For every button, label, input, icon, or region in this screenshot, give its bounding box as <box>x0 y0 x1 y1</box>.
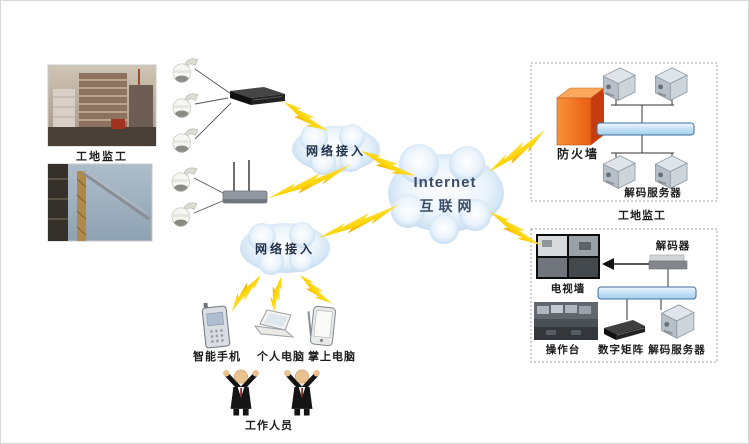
camera-wires <box>193 68 232 214</box>
firewall-icon <box>556 87 605 146</box>
bottom-box-wires <box>626 269 669 320</box>
workers-label: 工作人员 <box>245 420 293 432</box>
photo1-caption: 工地监工 <box>76 151 128 163</box>
smartphone-label: 智能手机 <box>193 351 241 363</box>
smartphone-icon <box>201 302 231 349</box>
pda-label: 掌上电脑 <box>308 351 356 363</box>
console-image <box>534 302 598 340</box>
decoder-label: 解码器 <box>655 240 691 252</box>
dome-camera-icon <box>171 202 198 228</box>
access-cloud-2 <box>240 222 330 275</box>
dome-camera-icon <box>172 58 199 83</box>
digital-matrix-icon <box>604 320 645 340</box>
access-cloud-2-label: 网络接入 <box>254 242 315 256</box>
top-box-wires <box>611 97 674 161</box>
dome-camera-icon <box>172 128 199 154</box>
dome-camera-icon <box>171 167 198 193</box>
pc-label: 个人电脑 <box>257 351 305 363</box>
construction-site-photo-crane <box>47 163 153 242</box>
decoder-to-tvwall-arrow <box>602 258 649 270</box>
access-cloud-1-label: 网络接入 <box>305 144 366 158</box>
dome-camera-icon <box>172 93 199 118</box>
network-switch-icon <box>230 87 285 105</box>
internet-cloud <box>388 144 504 244</box>
lightning-link-icon <box>224 96 551 314</box>
decoder-server-label: 解码服务器 <box>648 344 706 356</box>
network-bus-bar <box>596 122 695 136</box>
tv-wall-label: 电视墙 <box>550 283 586 295</box>
wireless-router-icon <box>222 160 268 204</box>
internet-label-zh: 互联网 <box>419 198 477 214</box>
construction-site-photo-building <box>47 64 157 147</box>
network-bus-bar <box>597 286 697 300</box>
pda-icon <box>307 305 337 347</box>
digital-matrix-label: 数字矩阵 <box>598 344 644 356</box>
laptop-icon <box>253 309 295 338</box>
worker-icon <box>284 370 320 416</box>
tv-wall-image <box>536 234 600 279</box>
console-label: 操作台 <box>545 344 581 356</box>
decoder-icon <box>648 254 688 270</box>
worker-icon <box>223 370 259 416</box>
internet-label-en: Internet <box>413 174 477 191</box>
firewall-label: 防火墙 <box>556 147 599 161</box>
decoder-servers-label: 解码服务器 <box>624 187 682 199</box>
site-monitoring-caption: 工地监工 <box>618 210 666 222</box>
access-cloud-1 <box>292 124 380 175</box>
